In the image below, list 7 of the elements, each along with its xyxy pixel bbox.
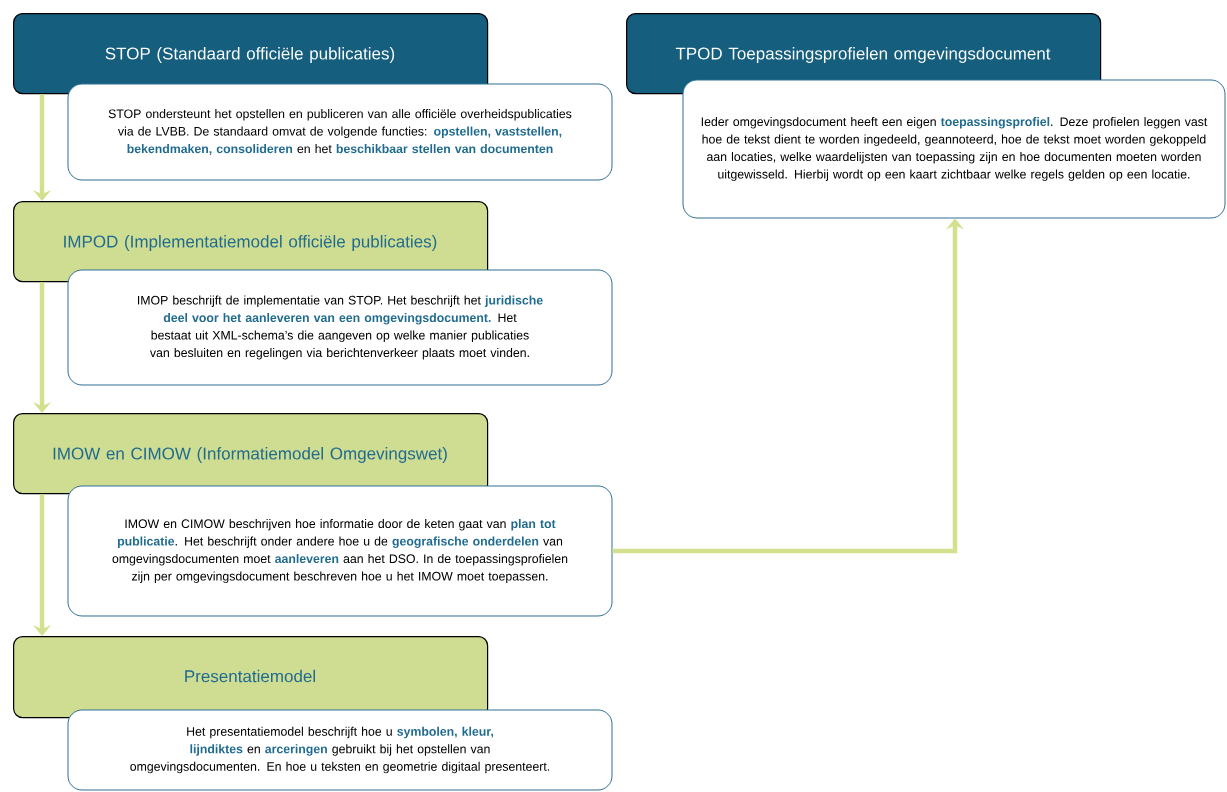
description-box: Het presentatiemodel beschrijft hoe u symbolen, kleur, lijndiktes en arceringen gebruikt bij het opstellen van omgevingsdocumenten. En hoe u teksten en geometrie digitaal presenteert.: [67, 709, 613, 791]
header-box: Presentatiemodel: [13, 636, 489, 719]
description-box: IMOW en CIMOW beschrijven hoe informatie door de keten gaat van plan tot publicatie. Het beschrijft onder andere hoe u de geografische onderdelen van omgevingsdocumenten moet aanleveren aan het DSO. In de toepassingsprofielen zijn per omgevingsdocument beschreven hoe u het IMOW moet toepassen.: [67, 485, 613, 617]
header-box: IMOW en CIMOW (Informatiemodel Omgevingswet): [13, 413, 489, 495]
description-box: IMOP beschrijft de implementatie van STOP. Het beschrijft het juridische deel voor het aanleveren van een omgevingsdocument. Het bestaat uit XML-schema’s die aangeven op welke manier publicaties van besluiten en regelingen via berichtenverkeer plaats moet vinden.: [67, 269, 613, 386]
description-box: STOP ondersteunt het opstellen en publiceren van alle officiële overheidspublicaties via de LVBB. De standaard omvat de volgende functies: opstellen, vaststellen, bekendmaken, consolideren en het beschikbaar stellen van documenten: [67, 83, 613, 181]
description-box: Ieder omgevingsdocument heeft een eigen toepassingsprofiel. Deze profielen leggen vast hoe de tekst dient te worden ingedeeld, geannoteerd, hoe de tekst moet worden gekoppeld aan locaties, welke waardelijsten van toepassing zijn en hoe documenten moeten worden uitgewisseld. Hierbij wordt op een kaart zichtbaar welke regels gelden op een locatie.: [682, 79, 1226, 219]
